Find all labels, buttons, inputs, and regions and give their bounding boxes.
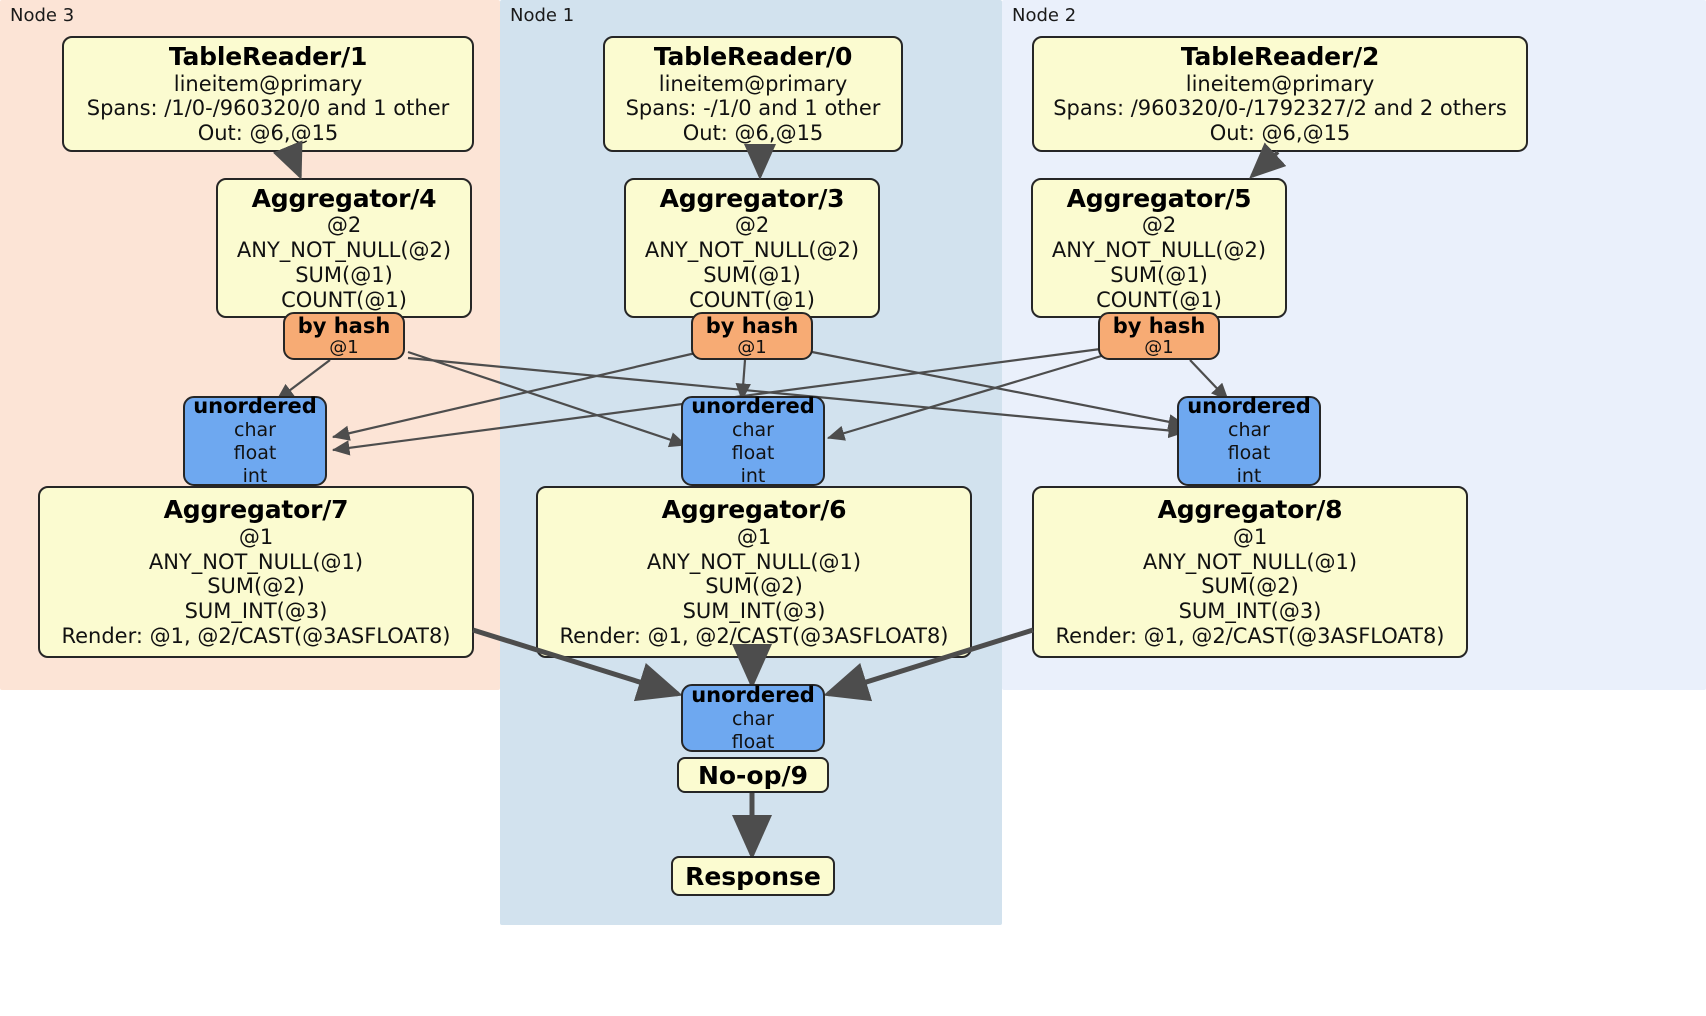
- synchronizer-type-char: char: [732, 419, 774, 442]
- synchronizer-title: unordered: [691, 394, 815, 419]
- processor-title: TableReader/2: [1180, 42, 1380, 72]
- processor-detail-spans: Spans: -/1/0 and 1 other: [625, 96, 881, 121]
- processor-table-reader-2[interactable]: TableReader/2 lineitem@primary Spans: /9…: [1032, 36, 1528, 152]
- router-by-hash-mid[interactable]: by hash @1: [691, 312, 813, 360]
- processor-detail-agg3: SUM_INT(@3): [682, 599, 826, 624]
- router-title: by hash: [297, 313, 391, 338]
- synchronizer-type-int: int: [242, 465, 268, 487]
- synchronizer-type-float: float: [731, 730, 775, 753]
- processor-table-reader-1[interactable]: TableReader/1 lineitem@primary Spans: /1…: [62, 36, 474, 152]
- processor-detail-agg2: SUM(@1): [295, 262, 393, 287]
- router-detail-column: @1: [329, 336, 359, 358]
- synchronizer-type-int: int: [1236, 465, 1262, 487]
- processor-title: Aggregator/4: [251, 183, 437, 213]
- processor-detail-agg1: ANY_NOT_NULL(@1): [646, 549, 862, 574]
- processor-detail-groupcol: @2: [734, 213, 770, 238]
- processor-detail-render: Render: @1, @2/CAST(@3ASFLOAT8): [61, 623, 451, 648]
- node-panel-label-node2: Node 2: [1012, 5, 1077, 26]
- router-by-hash-left[interactable]: by hash @1: [283, 312, 405, 360]
- processor-detail-agg1: ANY_NOT_NULL(@2): [644, 237, 860, 262]
- processor-detail-groupcol: @1: [238, 524, 274, 549]
- processor-detail-agg3: COUNT(@1): [281, 287, 407, 312]
- router-detail-column: @1: [1144, 336, 1174, 358]
- processor-title: Response: [685, 861, 821, 891]
- processor-table-reader-0[interactable]: TableReader/0 lineitem@primary Spans: -/…: [603, 36, 903, 152]
- processor-detail-groupcol: @2: [326, 213, 362, 238]
- processor-detail-agg1: ANY_NOT_NULL(@2): [1051, 237, 1267, 262]
- synchronizer-type-char: char: [732, 707, 774, 730]
- synchronizer-title: unordered: [1187, 394, 1311, 419]
- synchronizer-unordered-mid[interactable]: unordered char float int: [681, 394, 825, 487]
- synchronizer-type-char: char: [1228, 419, 1270, 442]
- processor-noop-9[interactable]: No-op/9: [677, 757, 829, 793]
- processor-detail-groupcol: @1: [1232, 524, 1268, 549]
- processor-title: Aggregator/3: [659, 183, 845, 213]
- router-title: by hash: [705, 313, 799, 338]
- node-panel-label-node1: Node 1: [510, 5, 575, 26]
- processor-detail-table: lineitem@primary: [1185, 71, 1375, 96]
- processor-aggregator-8[interactable]: Aggregator/8 @1 ANY_NOT_NULL(@1) SUM(@2)…: [1032, 486, 1468, 658]
- processor-detail-table: lineitem@primary: [658, 71, 848, 96]
- processor-detail-agg2: SUM(@2): [207, 574, 305, 599]
- processor-aggregator-3[interactable]: Aggregator/3 @2 ANY_NOT_NULL(@2) SUM(@1)…: [624, 178, 880, 318]
- synchronizer-title: unordered: [691, 682, 815, 707]
- processor-detail-render: Render: @1, @2/CAST(@3ASFLOAT8): [559, 623, 949, 648]
- processor-title: Aggregator/5: [1066, 183, 1252, 213]
- processor-detail-agg2: SUM(@1): [1110, 262, 1208, 287]
- processor-detail-agg3: COUNT(@1): [1096, 287, 1222, 312]
- processor-detail-agg2: SUM(@2): [705, 574, 803, 599]
- processor-detail-agg2: SUM(@1): [703, 262, 801, 287]
- processor-detail-spans: Spans: /1/0-/960320/0 and 1 other: [86, 96, 450, 121]
- processor-detail-out: Out: @6,@15: [1209, 121, 1351, 146]
- processor-title: TableReader/1: [168, 42, 368, 72]
- synchronizer-unordered-right[interactable]: unordered char float int: [1177, 394, 1321, 487]
- processor-detail-agg3: COUNT(@1): [689, 287, 815, 312]
- processor-detail-agg2: SUM(@2): [1201, 574, 1299, 599]
- processor-detail-agg1: ANY_NOT_NULL(@1): [1142, 549, 1358, 574]
- synchronizer-type-float: float: [731, 442, 775, 465]
- processor-detail-table: lineitem@primary: [173, 71, 363, 96]
- router-title: by hash: [1112, 313, 1206, 338]
- processor-detail-agg1: ANY_NOT_NULL(@1): [148, 549, 364, 574]
- router-by-hash-right[interactable]: by hash @1: [1098, 312, 1220, 360]
- processor-detail-agg3: SUM_INT(@3): [184, 599, 328, 624]
- processor-detail-render: Render: @1, @2/CAST(@3ASFLOAT8): [1055, 623, 1445, 648]
- processor-detail-out: Out: @6,@15: [197, 121, 339, 146]
- processor-detail-groupcol: @1: [736, 524, 772, 549]
- synchronizer-unordered-final[interactable]: unordered char float: [681, 682, 825, 753]
- processor-aggregator-6[interactable]: Aggregator/6 @1 ANY_NOT_NULL(@1) SUM(@2)…: [536, 486, 972, 658]
- synchronizer-type-float: float: [233, 442, 277, 465]
- processor-detail-spans: Spans: /960320/0-/1792327/2 and 2 others: [1053, 96, 1507, 121]
- processor-title: Aggregator/8: [1157, 495, 1343, 525]
- synchronizer-title: unordered: [193, 394, 317, 419]
- node-panel-label-node3: Node 3: [10, 5, 75, 26]
- processor-aggregator-7[interactable]: Aggregator/7 @1 ANY_NOT_NULL(@1) SUM(@2)…: [38, 486, 474, 658]
- processor-aggregator-4[interactable]: Aggregator/4 @2 ANY_NOT_NULL(@2) SUM(@1)…: [216, 178, 472, 318]
- synchronizer-type-char: char: [234, 419, 276, 442]
- synchronizer-unordered-left[interactable]: unordered char float int: [183, 394, 327, 487]
- processor-response[interactable]: Response: [671, 856, 835, 896]
- processor-detail-out: Out: @6,@15: [682, 121, 824, 146]
- processor-detail-agg1: ANY_NOT_NULL(@2): [236, 237, 452, 262]
- processor-title: TableReader/0: [653, 42, 853, 72]
- processor-detail-groupcol: @2: [1141, 213, 1177, 238]
- synchronizer-type-int: int: [740, 465, 766, 487]
- synchronizer-type-float: float: [1227, 442, 1271, 465]
- router-detail-column: @1: [737, 336, 767, 358]
- processor-title: No-op/9: [697, 760, 809, 790]
- processor-title: Aggregator/6: [661, 495, 847, 525]
- processor-detail-agg3: SUM_INT(@3): [1178, 599, 1322, 624]
- processor-title: Aggregator/7: [163, 495, 349, 525]
- processor-aggregator-5[interactable]: Aggregator/5 @2 ANY_NOT_NULL(@2) SUM(@1)…: [1031, 178, 1287, 318]
